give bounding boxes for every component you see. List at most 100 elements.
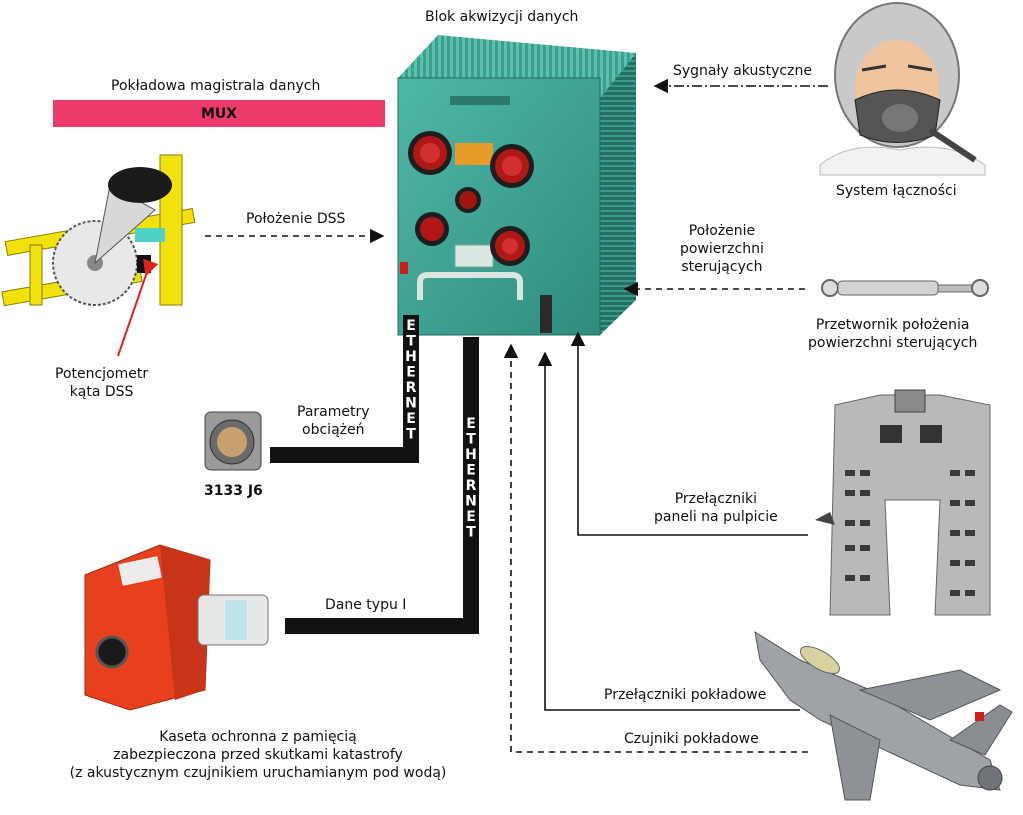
pilot-helmet bbox=[819, 2, 986, 176]
aircraft-canopy bbox=[799, 646, 841, 674]
ethernet-bus-1-letter-6: N bbox=[405, 396, 417, 412]
potentiometer-label: Potencjometr kąta DSS bbox=[55, 365, 148, 401]
onboard-switch-label: Przełączniki pokładowe bbox=[604, 687, 767, 703]
unit-front bbox=[397, 77, 601, 336]
transducer-rod bbox=[937, 284, 977, 293]
cassette-caption: Kaseta ochronna z pamięcią zabezpieczona… bbox=[28, 728, 488, 782]
potentiometer-label-line-1: Potencjometr bbox=[55, 366, 149, 382]
ethernet-bus-1 bbox=[270, 315, 419, 463]
panel-switch-line-2: paneli na pulpicie bbox=[654, 509, 778, 525]
pilot-shoulders bbox=[819, 146, 986, 176]
ethernet-bus-1-letter-7: E bbox=[406, 411, 416, 427]
diagram-title: Blok akwizycji danych bbox=[425, 9, 579, 25]
connector-part-label: 3133 J6 bbox=[204, 483, 263, 499]
aircraft-wing-right bbox=[858, 669, 1002, 721]
cockpit-display-right bbox=[920, 425, 942, 443]
ethernet-bus-1-letter-2: T bbox=[406, 334, 416, 350]
cockpit-hud bbox=[894, 389, 926, 413]
potentiometer-sensor bbox=[137, 255, 151, 273]
transducer-label-line-2: powierzchni sterujących bbox=[808, 335, 978, 351]
cassette-label bbox=[118, 556, 162, 586]
transducer-body bbox=[837, 280, 939, 296]
cockpit-stick bbox=[815, 512, 835, 525]
crash-protected-cassette bbox=[84, 544, 269, 711]
potentiometer-handle bbox=[108, 167, 172, 203]
aircraft-roundel bbox=[975, 712, 984, 721]
mask-valve bbox=[882, 104, 918, 132]
unit-indicator bbox=[400, 262, 408, 274]
aircraft-wing-left bbox=[829, 714, 881, 801]
dss-potentiometer-device bbox=[1, 154, 196, 357]
unit-connector-1 bbox=[408, 131, 452, 175]
ethernet-bus-1-letter-3: H bbox=[405, 349, 417, 365]
ethernet-bus-1-letter-4: E bbox=[406, 365, 416, 381]
ethernet-bus-2-letter-3: H bbox=[465, 447, 477, 463]
onboard-sensor-arrow bbox=[503, 343, 808, 753]
comm-system-label: System łączności bbox=[836, 183, 957, 199]
potentiometer-connector bbox=[135, 228, 165, 242]
surface-position-line-3: sterujących bbox=[681, 259, 763, 275]
unit-connector-4 bbox=[415, 212, 449, 246]
unit-nameplate bbox=[450, 96, 510, 105]
cockpit-display-left bbox=[880, 425, 902, 443]
potentiometer-pointer-arrow bbox=[117, 258, 159, 357]
connector-3133-j6 bbox=[204, 411, 262, 471]
ethernet-bus-1-letter-8: T bbox=[406, 427, 416, 443]
load-params-line-1: Parametry bbox=[297, 404, 370, 420]
ethernet-bus-2-letter-2: T bbox=[466, 432, 476, 448]
connector-pins bbox=[217, 427, 247, 457]
ethernet-bus-2-letter-1: E bbox=[466, 416, 476, 432]
unit-info-label bbox=[454, 244, 494, 268]
ethernet-bus-2-letter-7: E bbox=[466, 509, 476, 525]
ethernet-bus-1-letter-5: R bbox=[406, 380, 417, 396]
acoustic-signal-label: Sygnały akustyczne bbox=[673, 63, 812, 79]
cassette-caption-line-2: zabezpieczona przed skutkami katastrofy bbox=[113, 747, 403, 763]
cassette-caption-line-1: Kaseta ochronna z pamięcią bbox=[159, 729, 357, 745]
ethernet-bus-2-letter-8: T bbox=[466, 525, 476, 541]
onboard-switch-arrow bbox=[537, 351, 800, 711]
transducer-end-right bbox=[971, 279, 989, 297]
dss-arrow-label: Położenie DSS bbox=[246, 211, 346, 227]
surface-position-line-2: powierzchni bbox=[680, 241, 764, 257]
mux-bar: MUX bbox=[53, 100, 385, 127]
data-acquisition-unit bbox=[397, 35, 636, 336]
unit-mount-foot bbox=[540, 295, 552, 333]
ethernet-bus-2-letter-5: R bbox=[466, 478, 477, 494]
surface-position-line-1: Położenie bbox=[688, 223, 756, 239]
cassette-side bbox=[160, 545, 210, 700]
ethernet-bus-2 bbox=[285, 337, 479, 634]
f16-aircraft bbox=[754, 630, 1013, 801]
aircraft-nozzle bbox=[977, 765, 1003, 791]
transducer-end-left bbox=[821, 279, 839, 297]
surface-position-label: Położenie powierzchni sterujących bbox=[680, 222, 764, 276]
cockpit-switch-grid bbox=[845, 470, 975, 596]
load-params-label: Parametry obciążeń bbox=[297, 403, 370, 439]
unit-connector-5 bbox=[490, 226, 530, 266]
ethernet-bus-2-letter-6: N bbox=[465, 494, 477, 510]
load-params-line-2: obciążeń bbox=[302, 422, 365, 438]
aircraft-fuselage bbox=[754, 630, 1001, 791]
potentiometer-leg bbox=[29, 244, 43, 306]
panel-switch-line-1: Przełączniki bbox=[674, 491, 757, 507]
ethernet-bus-1-letter-1: E bbox=[406, 318, 416, 334]
unit-handle bbox=[417, 272, 523, 300]
unit-connector-2 bbox=[490, 144, 534, 188]
onboard-sensor-label: Czujniki pokładowe bbox=[624, 731, 759, 747]
transducer-label-line-1: Przetwornik położenia bbox=[815, 317, 970, 333]
transducer-label: Przetwornik położenia powierzchni steruj… bbox=[808, 316, 977, 352]
panel-switch-arrow bbox=[570, 331, 808, 536]
unit-connector-3 bbox=[455, 187, 481, 213]
potentiometer-label-line-2: kąta DSS bbox=[69, 384, 134, 400]
mux-label: Pokładowa magistrala danych bbox=[111, 78, 321, 94]
cassette-caption-line-3: (z akustycznym czujnikiem uruchamianym p… bbox=[69, 765, 447, 781]
ethernet-bus-2-letter-4: E bbox=[466, 463, 476, 479]
unit-side bbox=[600, 53, 636, 335]
surface-position-transducer bbox=[821, 279, 989, 297]
unit-warning-label bbox=[455, 143, 493, 165]
mask-hose bbox=[928, 127, 977, 163]
cockpit-panels bbox=[815, 389, 991, 616]
beacon-window bbox=[225, 600, 247, 640]
